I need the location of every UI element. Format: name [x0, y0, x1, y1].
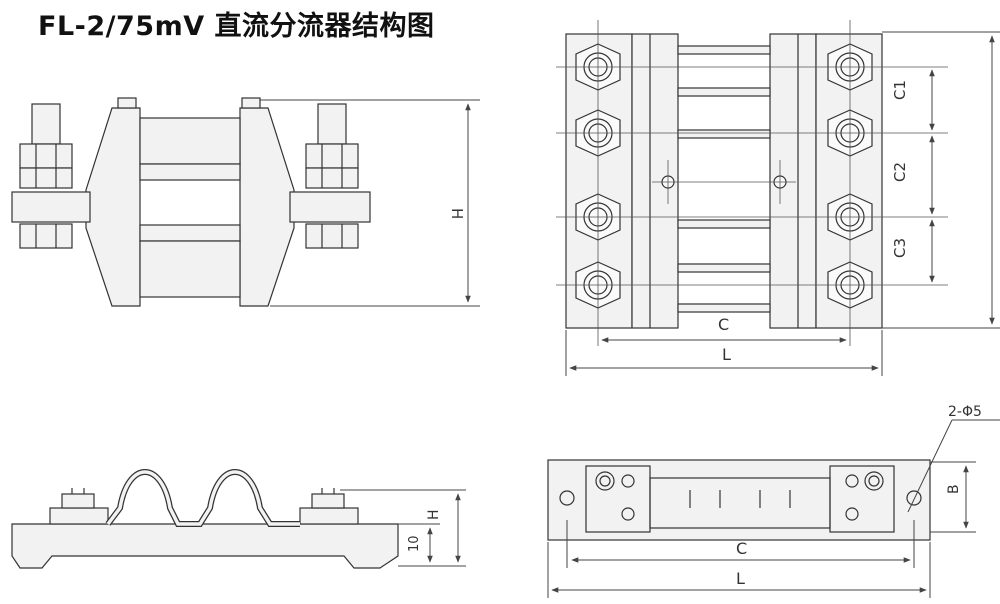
plan-width-label: B [946, 484, 962, 494]
side-right-block [299, 507, 359, 525]
top-strip-2 [677, 87, 771, 97]
left-nut-lower [19, 223, 73, 249]
left-bus-bar [11, 191, 91, 223]
resistor-strip-3 [139, 224, 241, 242]
page-title: FL-2/75mV 直流分流器结构图 [38, 11, 435, 42]
right-slot-cap [241, 97, 261, 109]
front-height-label: H [448, 208, 466, 219]
bottom-plan-view [547, 459, 931, 541]
side-view [11, 469, 399, 569]
left-slot-cap [117, 97, 137, 109]
plan-length-label: L [736, 569, 745, 588]
top-strip-6 [677, 303, 771, 313]
right-bus-bar [289, 191, 371, 223]
plan-strip-outline [649, 477, 831, 529]
left-nut-mid [19, 167, 73, 189]
front-view [11, 97, 371, 307]
right-bolt-shank [317, 103, 347, 145]
top-view-dimensions [565, 31, 1000, 376]
top-strip-5 [677, 263, 771, 273]
mount-hole-right [906, 490, 922, 506]
side-height-label: H [426, 509, 442, 520]
right-terminal-flange [239, 107, 295, 307]
side-base-plate [11, 523, 399, 569]
right-nut-mid [305, 167, 359, 189]
left-bolt-shank [31, 103, 61, 145]
pitch-label-c2: C2 [891, 162, 909, 182]
side-left-screw [61, 493, 95, 509]
resistor-strip-upper [139, 117, 241, 165]
top-spacing-label: C [718, 315, 729, 334]
left-terminal-flange [85, 107, 141, 307]
plan-left-block [585, 465, 651, 533]
right-nut-lower [305, 223, 359, 249]
side-right-screw [311, 493, 345, 509]
hole-note: 2-Φ5 [948, 404, 982, 420]
top-strip-3 [677, 129, 771, 139]
front-height-dimension [260, 99, 480, 307]
top-strip-1 [677, 45, 771, 55]
pitch-label-c3: C3 [891, 238, 909, 258]
mount-hole-left [559, 490, 575, 506]
pitch-label-c1: C1 [891, 80, 909, 100]
side-dimensions [340, 489, 466, 567]
top-strip-4 [677, 219, 771, 229]
side-left-block [49, 507, 109, 525]
plan-spacing-label: C [736, 539, 747, 558]
side-base-label: 10 [407, 535, 422, 552]
plan-right-block [829, 465, 895, 533]
right-nut-upper [305, 143, 359, 169]
resistor-strip-lower [139, 240, 241, 298]
top-length-label: L [722, 345, 731, 364]
top-view-centerlines [556, 20, 948, 346]
bottom-plan-dimensions [547, 419, 1000, 598]
left-nut-upper [19, 143, 73, 169]
resistor-strip-2 [139, 163, 241, 181]
